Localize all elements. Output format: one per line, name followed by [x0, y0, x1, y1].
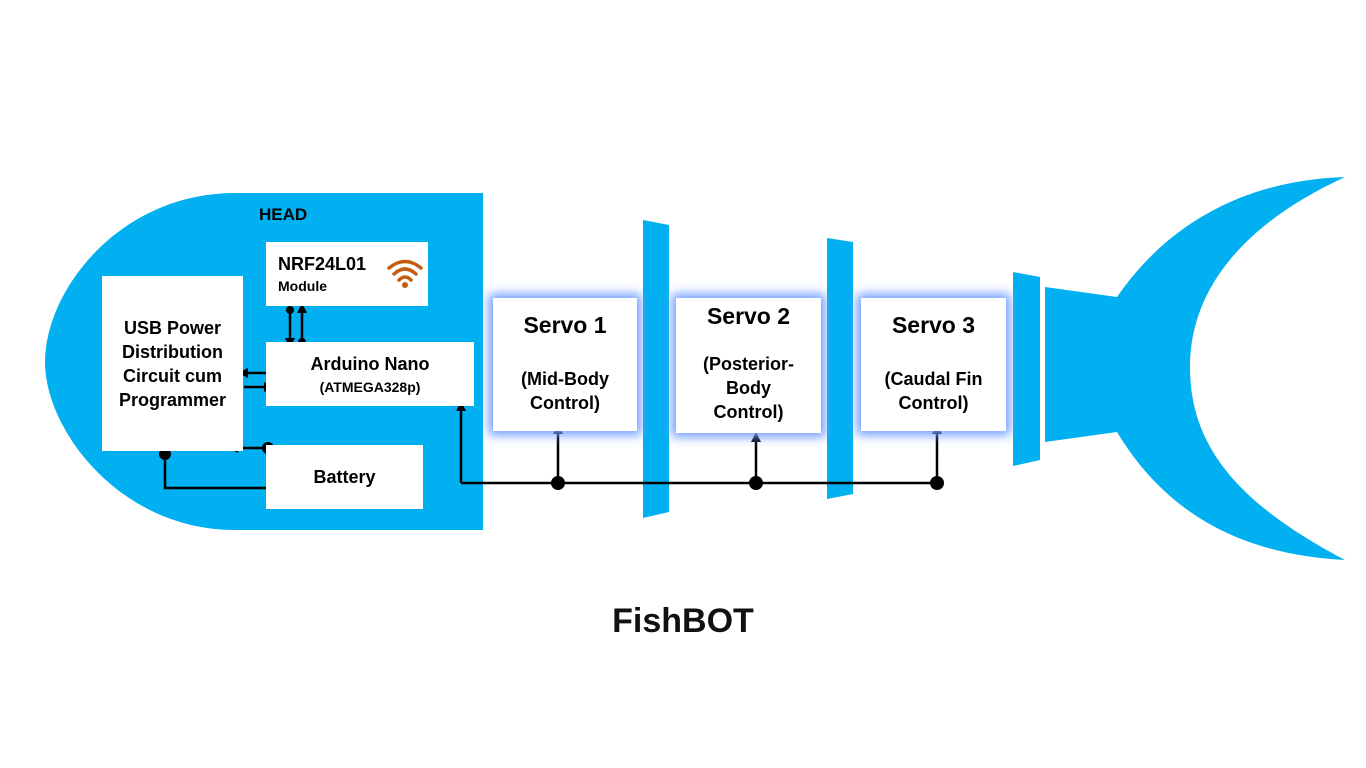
servo-3-subtitle: (Caudal Fin Control) — [884, 369, 983, 413]
battery-box: Battery — [266, 445, 423, 509]
fin-separator-3 — [1013, 272, 1040, 466]
arduino-title: Arduino Nano — [310, 353, 430, 374]
servo-2-subtitle: (Posterior- Body Control) — [702, 354, 794, 422]
servo-1-title: Servo 1 — [523, 312, 607, 338]
tail-peduncle — [1045, 287, 1117, 442]
nrf-subtitle: Module — [278, 278, 327, 294]
nrf-module-box: NRF24L01 Module — [266, 242, 428, 306]
servo-3-title: Servo 3 — [891, 312, 976, 338]
servo-1-box: Servo 1 (Mid-Body Control) — [493, 298, 637, 431]
wifi-icon — [387, 259, 423, 288]
battery-label: Battery — [313, 466, 376, 487]
control-bus — [456, 401, 942, 485]
figure-title: FishBOT — [612, 602, 754, 640]
usb-power-label: USB Power Distribution Circuit cum Progr… — [118, 317, 227, 410]
usb-power-box: USB Power Distribution Circuit cum Progr… — [102, 276, 243, 451]
servo-2-title: Servo 2 — [706, 303, 791, 329]
nrf-title: NRF24L01 — [278, 254, 367, 274]
arduino-nano-box: Arduino Nano (ATMEGA328p) — [266, 342, 474, 406]
arduino-subtitle: (ATMEGA328p) — [319, 378, 421, 395]
fin-separator-1 — [643, 220, 669, 518]
servo-1-subtitle: (Mid-Body Control) — [521, 369, 609, 413]
caudal-fin — [1117, 177, 1345, 560]
servo-3-box: Servo 3 (Caudal Fin Control) — [861, 298, 1006, 431]
servo-2-box: Servo 2 (Posterior- Body Control) — [676, 298, 821, 433]
head-label: HEAD — [259, 205, 308, 224]
fin-separator-2 — [827, 238, 853, 499]
